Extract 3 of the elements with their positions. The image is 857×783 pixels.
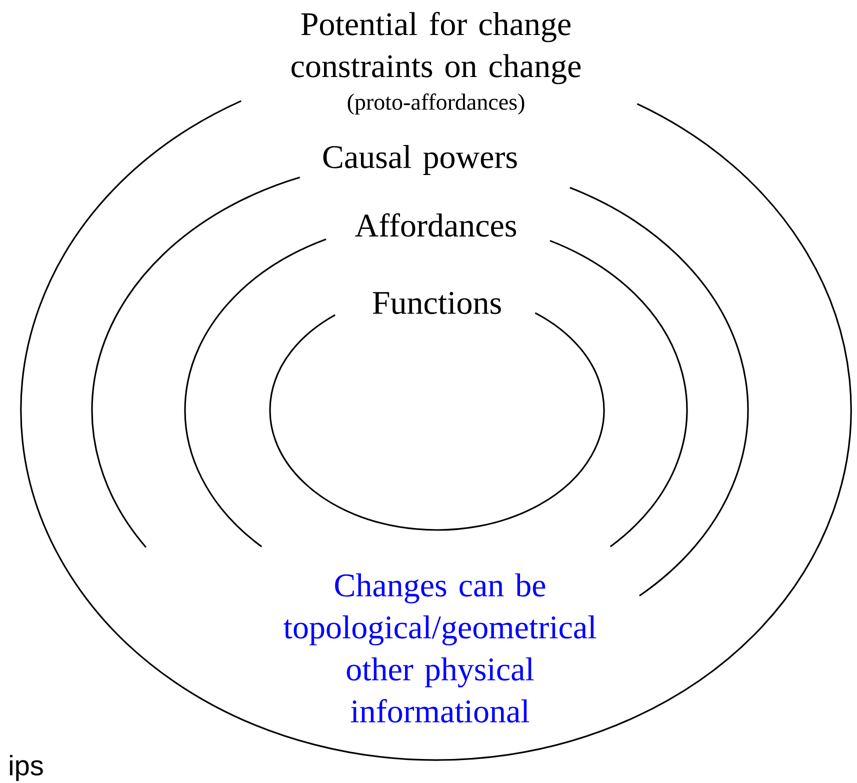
note-text: Changes can be topological/geometrical other physical informational bbox=[284, 573, 596, 723]
ellipse-ring: Functions bbox=[269, 292, 605, 531]
fragment-text: ips bbox=[10, 754, 43, 782]
